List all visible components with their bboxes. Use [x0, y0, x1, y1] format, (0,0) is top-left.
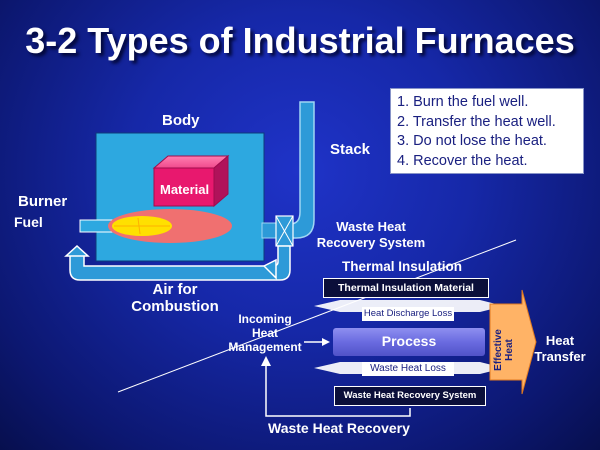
diagonal-divider	[117, 239, 517, 393]
goals-box: 1. Burn the fuel well. 2. Transfer the h…	[390, 88, 584, 174]
waste-heat-recovery-loop	[265, 366, 411, 417]
goal-item: 4. Recover the heat.	[397, 152, 528, 169]
air-flow-arrow-down	[262, 258, 277, 280]
material-label: Material	[160, 182, 210, 197]
slide-title: 3-2 Types of Industrial Furnaces	[25, 20, 575, 61]
fuel-label: Fuel	[14, 214, 43, 230]
waste-heat-recovery-label: Waste Heat Recovery	[268, 420, 410, 436]
heat-discharge-arrow	[314, 300, 504, 312]
stack-label: Stack	[330, 141, 371, 158]
goal-item: 3. Do not lose the heat.	[397, 133, 547, 149]
burner-label: Burner	[18, 193, 68, 210]
process-box: Process	[333, 328, 485, 356]
waste-heat-recovery-system-box: Waste Heat Recovery System	[334, 386, 486, 406]
waste-heat-loss-label: Waste Heat Loss	[362, 362, 454, 376]
waste-heat-recovery-system-label: Waste Heat Recovery System	[316, 219, 426, 250]
air-for-combustion-label: Air for Combustion	[131, 281, 219, 315]
heat-transfer-label: Heat Transfer	[534, 333, 586, 364]
effective-heat-arrow	[489, 289, 537, 395]
heat-discharge-loss-label: Heat Discharge Loss	[362, 307, 454, 321]
goal-item: 1. Burn the fuel well.	[397, 94, 529, 110]
incoming-heat-management-label: Incoming Heat Management	[228, 312, 302, 354]
air-flow-arrow-left	[64, 244, 90, 257]
recovery-arrow-head	[261, 356, 271, 366]
material-cube-front	[153, 167, 215, 207]
air-recovery-pipe	[69, 245, 291, 281]
thermal-insulation-material-box: Thermal Insulation Material	[323, 278, 489, 298]
body-label: Body	[162, 112, 200, 129]
thermal-insulation-label: Thermal Insulation	[342, 259, 463, 274]
goal-item: 2. Transfer the heat well.	[397, 113, 556, 130]
incoming-arrow-head	[322, 338, 330, 346]
